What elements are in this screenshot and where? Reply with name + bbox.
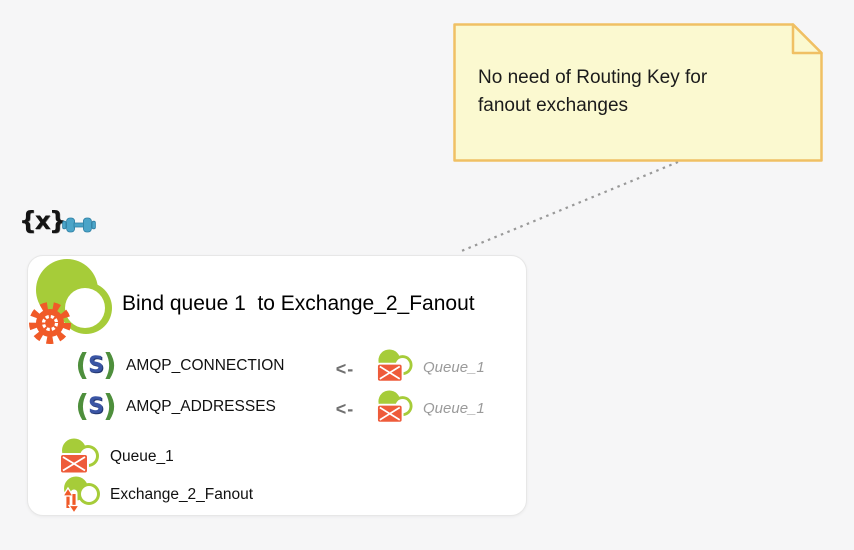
resource-row: Exchange_2_Fanout <box>59 476 253 514</box>
paren-close: ) <box>102 389 117 424</box>
arrow-operator: <- <box>335 359 355 379</box>
letter-s: S <box>88 394 104 419</box>
value-label: Queue_1 <box>423 399 485 417</box>
letter-s: S <box>88 353 104 378</box>
param-label: AMQP_ADDRESSES <box>126 398 276 415</box>
param-label: AMQP_CONNECTION <box>126 357 285 374</box>
exchange-icon <box>61 476 100 514</box>
value-label: Queue_1 <box>423 358 485 376</box>
string-param-icon: ( S ) <box>75 348 117 383</box>
bind-snap-icon <box>29 259 112 344</box>
string-param-icon: ( S ) <box>75 389 117 424</box>
note-text: No need of Routing Key for fanout exchan… <box>478 67 708 116</box>
binding-row: ( S ) AMQP_CONNECTION <box>75 348 285 383</box>
gear-icon <box>29 302 71 344</box>
swap-arrows <box>61 486 81 514</box>
paren-open: ( <box>75 389 90 424</box>
queue-icon <box>376 390 413 424</box>
dumbbell-icon[interactable] <box>62 216 96 234</box>
binding-value: Queue_1 <box>376 349 485 385</box>
sticky-note-shape <box>453 23 823 162</box>
expression-icon[interactable]: {x} <box>19 206 67 235</box>
resource-row: Queue_1 <box>59 438 174 476</box>
resource-label: Queue_1 <box>110 448 174 465</box>
queue-icon <box>59 438 99 475</box>
note-fold-corner <box>791 23 823 55</box>
queue-icon <box>376 349 413 383</box>
binding-row: ( S ) AMQP_ADDRESSES <box>75 389 276 424</box>
sticky-note[interactable]: No need of Routing Key for fanout exchan… <box>453 23 823 162</box>
resource-label: Exchange_2_Fanout <box>110 486 254 503</box>
paren-open: ( <box>75 348 90 383</box>
snap-title: Bind queue 1 to Exchange_2_Fanout <box>122 292 475 315</box>
paren-close: ) <box>102 348 117 383</box>
arrow-operator: <- <box>335 399 355 419</box>
binding-value: Queue_1 <box>376 390 485 426</box>
snap-card[interactable]: Bind queue 1 to Exchange_2_Fanout ( S ) … <box>27 255 527 516</box>
